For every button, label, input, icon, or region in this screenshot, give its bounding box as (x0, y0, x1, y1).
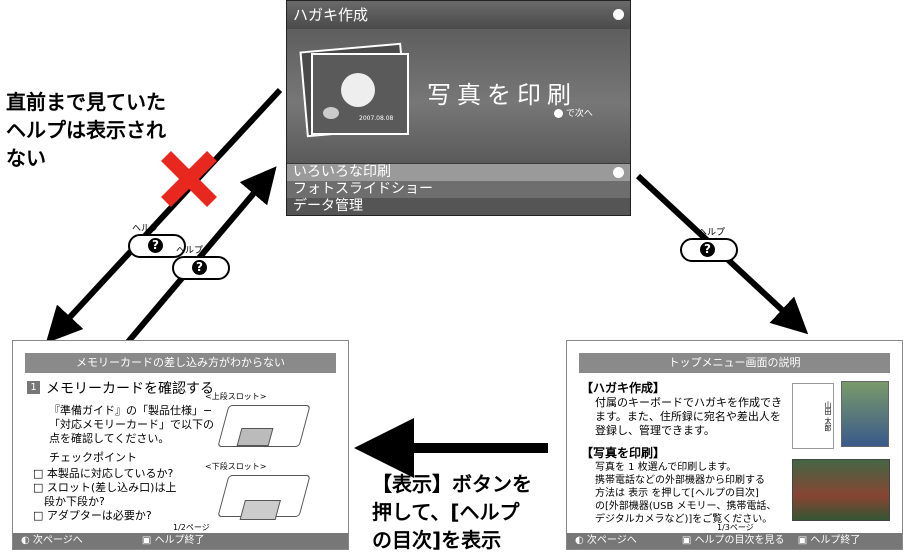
next-hint: で次へ (554, 106, 593, 119)
left-help-header: メモリーカードの差し込み方がわからない (25, 353, 336, 373)
down-icon (613, 167, 624, 178)
help-label: ヘルプ (698, 228, 726, 238)
menu-item-data-manage[interactable]: データ管理 (287, 198, 630, 215)
help-bubble-2: ヘルプ ? (172, 243, 230, 280)
section-hagaki: 【ハガキ作成】 (581, 381, 666, 395)
foot-next[interactable]: 次ページへ (586, 535, 637, 546)
note-line: 押して、[ヘルプ (372, 500, 520, 524)
check-list: □ 本製品に対応しているか? □ スロット(差し込み口)は上 段か下段か? □ … (33, 467, 176, 523)
check-item: □ 本製品に対応しているか? (33, 467, 174, 480)
postcard-address-thumb: 山田 太郎 (792, 383, 834, 449)
flower-photo-thumb (792, 459, 890, 521)
note-bottom: 【表示】ボタンを 押して、[ヘルプ の目次]を表示 (372, 470, 532, 554)
dog-icon (341, 73, 375, 107)
arrow-to-left-help (45, 87, 283, 344)
upper-slot-label: <上段スロット> (205, 392, 267, 401)
menu-item-slideshow[interactable]: フォトスライドショー (287, 181, 630, 198)
section-hagaki-text: 付属のキーボードでハガキを作成でき ます。また、住所録に宛名や差出人を 登録し、… (595, 396, 782, 438)
right-help-header: トップメニュー画面の説明 (579, 353, 890, 373)
note-line: 【表示】ボタンを (372, 472, 532, 496)
photo-date: 2007.08.08 (359, 115, 394, 122)
foot-toc[interactable]: ヘルプの目次を見る (694, 535, 785, 546)
next-page-icon: ◐ (575, 535, 584, 546)
note-line: ヘルプは表示され (6, 118, 166, 142)
left-help-screen: メモリーカードの差し込み方がわからない 1 メモリーカードを確認する 『準備ガイ… (12, 340, 349, 550)
help-key-icon: ▣ (797, 535, 808, 546)
next-hint-text: で次へ (565, 109, 593, 119)
postcard-photo-thumb (841, 381, 889, 447)
note-line: ない (6, 146, 46, 170)
text-line: 携帯電話などの外部機器から印刷する (595, 475, 765, 486)
text-line: デジタルカメラなど)]をご覧ください。 (595, 514, 773, 525)
printer-slot-lower (217, 475, 311, 520)
help-label: ヘルプ (132, 224, 160, 234)
text-line: 「対応メモリーカード」で以下の (49, 418, 214, 431)
help-button[interactable]: ? (680, 238, 738, 262)
question-icon: ? (192, 260, 207, 275)
section-photo-text: 写真を 1 枚選んで印刷します。 携帯電話などの外部機器から印刷する 方法は 表… (595, 461, 776, 526)
section-photo: 【写真を印刷】 (581, 446, 666, 460)
printer-slot-upper (217, 405, 311, 447)
photo-illustration: 2007.08.08 (311, 53, 409, 135)
intro-text: 『準備ガイド』の「製品仕様」− 「対応メモリーカード」で以下の 点を確認してくだ… (49, 404, 214, 446)
menu-item-label: フォトスライドショー (293, 181, 433, 197)
foot-end[interactable]: ヘルプ終了 (810, 535, 861, 546)
foot-next[interactable]: 次ページへ (32, 535, 83, 546)
check-item: 段か下段か? (33, 495, 105, 508)
help-bubble-3: ヘルプ ? (680, 225, 738, 262)
ok-button-icon (554, 109, 563, 118)
memory-card-icon (239, 500, 281, 520)
text-line: の[外部機器(USB メモリー、携帯電話、 (595, 501, 777, 512)
step-title: メモリーカードを確認する (46, 381, 214, 397)
top-title-bar: ハガキ作成 (287, 1, 630, 29)
up-icon (613, 9, 624, 20)
main-label: 写真を印刷 (427, 81, 577, 109)
text-line: 写真を 1 枚選んで印刷します。 (595, 462, 737, 473)
note-line: 直前まで見ていた (6, 90, 166, 114)
red-x-icon (161, 151, 217, 207)
question-icon: ? (148, 238, 163, 253)
help-label: ヘルプ (176, 246, 204, 256)
left-help-footer: ◐ 次ページへ ▣ ヘルプ終了 (13, 533, 348, 549)
page-indicator: 1/2ページ (173, 523, 210, 532)
step-number: 1 (27, 381, 40, 394)
ball-icon (323, 107, 339, 119)
text-line: 点を確認してください。 (49, 432, 170, 445)
help-bubble-1: ヘルプ ? (128, 221, 186, 258)
text-line: ます。また、住所録に宛名や差出人を (595, 410, 781, 423)
display-key-icon: ▣ (681, 535, 692, 546)
card-name: 山田 太郎 (824, 400, 832, 432)
top-main-area: 2007.08.08 写真を印刷 で次へ (287, 29, 630, 163)
note-left: 直前まで見ていた ヘルプは表示され ない (6, 88, 166, 172)
text-line: 登録し、管理できます。 (595, 424, 715, 437)
right-help-screen: トップメニュー画面の説明 【ハガキ作成】 付属のキーボードでハガキを作成でき ま… (566, 340, 903, 550)
question-icon: ? (700, 242, 715, 257)
lower-slot-label: <下段スロット> (205, 462, 267, 471)
help-button[interactable]: ? (172, 256, 230, 280)
memory-card-icon (236, 428, 274, 446)
text-line: 付属のキーボードでハガキを作成でき (595, 396, 782, 409)
top-title-text: ハガキ作成 (293, 6, 369, 24)
menu-item-label: いろいろな印刷 (293, 164, 391, 180)
right-help-footer: ◐ 次ページへ ▣ ヘルプの目次を見る ▣ ヘルプ終了 (567, 533, 902, 549)
text-line: 『準備ガイド』の「製品仕様」− (49, 404, 213, 417)
page-indicator: 1/3ページ (717, 523, 754, 532)
text-line: 方法は 表示 を押して[ヘルプの目次] (595, 488, 759, 499)
help-button[interactable]: ? (128, 234, 186, 258)
check-item: □ スロット(差し込み口)は上 (33, 481, 177, 494)
menu-item-label: データ管理 (293, 198, 363, 214)
foot-end[interactable]: ヘルプ終了 (154, 535, 205, 546)
top-menu-screen: ハガキ作成 2007.08.08 写真を印刷 で次へ いろいろな印刷 フォトスラ… (286, 0, 631, 216)
check-title: チェックポイント (49, 451, 137, 464)
menu-item-various-print[interactable]: いろいろな印刷 (287, 164, 630, 181)
note-line: の目次]を表示 (372, 528, 502, 552)
next-page-icon: ◐ (21, 535, 30, 546)
help-key-icon: ▣ (141, 535, 152, 546)
check-item: □ アダプターは必要か? (33, 509, 152, 522)
